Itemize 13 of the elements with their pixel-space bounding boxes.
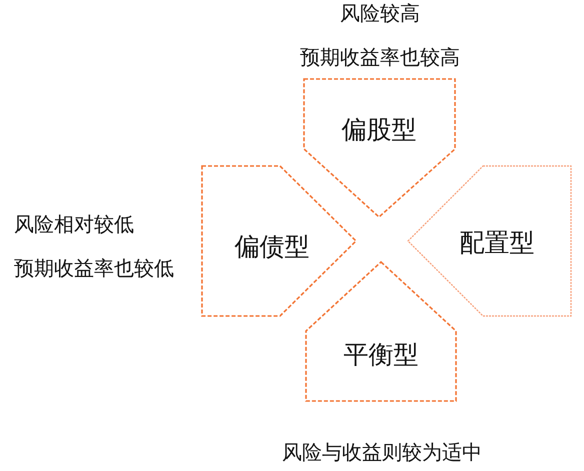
arrow-shape (305, 261, 457, 402)
risk-return-note: 预期收益率也较低 (14, 256, 174, 280)
arrow-shape (201, 165, 357, 317)
fund-type-label: 偏债型 (234, 233, 310, 261)
risk-return-note: 风险较高 (340, 1, 420, 25)
risk-return-note: 风险与收益则较为适中 (282, 440, 482, 464)
arrow-shape (303, 78, 456, 218)
fund-type-label: 平衡型 (344, 341, 418, 369)
fund-type-label: 偏股型 (342, 116, 416, 144)
fund-type-label: 配置型 (460, 229, 534, 257)
risk-return-note: 风险相对较低 (14, 212, 134, 236)
risk-return-note: 预期收益率也较高 (300, 45, 460, 69)
arrow-shape (407, 165, 572, 317)
